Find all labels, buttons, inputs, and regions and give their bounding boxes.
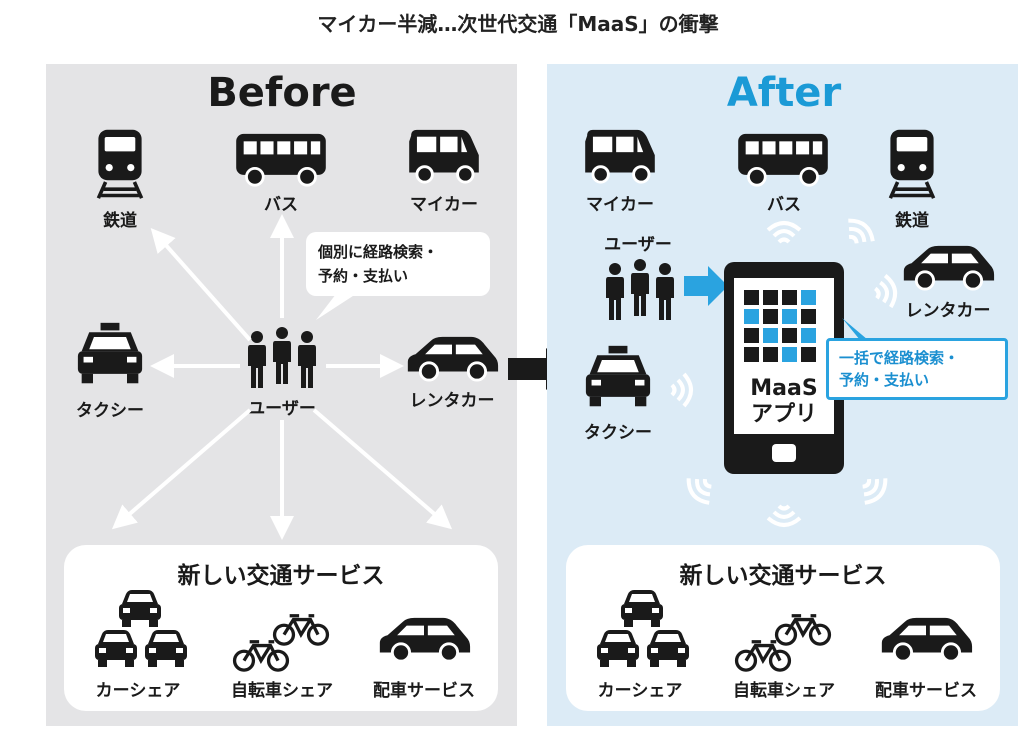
- before-mycar-label: マイカー: [410, 195, 478, 215]
- maas-app-line2: アプリ: [750, 402, 817, 427]
- before-service-carshare: カーシェア: [95, 681, 181, 701]
- before-bus-label: バス: [264, 195, 298, 215]
- before-railway-label: 鉄道: [103, 211, 137, 231]
- user-to-app-arrow-icon: [684, 266, 728, 306]
- after-bus-label: バス: [767, 195, 801, 215]
- before-rental-label: レンタカー: [409, 391, 495, 411]
- before-bubble-line2: 予約・支払い: [318, 267, 409, 285]
- after-user-label: ユーザー: [604, 235, 672, 255]
- after-service-ridehailing: 配車サービス: [875, 681, 977, 701]
- maas-app-label: MaaS アプリ: [734, 376, 834, 428]
- after-rental-label: レンタカー: [905, 301, 991, 321]
- after-taxi-label: タクシー: [584, 423, 652, 443]
- carshare-icon: [621, 590, 663, 627]
- before-bubble-line1: 個別に経路検索・: [318, 243, 439, 261]
- before-taxi-label: タクシー: [76, 401, 144, 421]
- after-mycar-label: マイカー: [586, 195, 654, 215]
- arrow-to-lower-right: [312, 408, 453, 530]
- before-user-label: ユーザー: [248, 399, 316, 419]
- after-service-carshare: カーシェア: [597, 681, 683, 701]
- arrow-to-railway: [150, 228, 252, 342]
- before-heading: Before: [207, 70, 357, 116]
- carshare-icon: [597, 630, 639, 667]
- after-services-title: 新しい交通サービス: [679, 563, 887, 589]
- after-bubble-line2: 予約・支払い: [839, 371, 930, 389]
- bicycle-icon: [734, 640, 792, 672]
- app-grid-icon: [744, 290, 816, 362]
- before-service-bikeshare: 自転車シェア: [231, 681, 333, 701]
- before-services-title: 新しい交通サービス: [177, 563, 385, 589]
- after-service-bikeshare: 自転車シェア: [733, 681, 835, 701]
- after-railway-label: 鉄道: [895, 211, 929, 231]
- after-bubble-line1: 一括で経路検索・: [839, 349, 960, 367]
- maas-app-line1: MaaS: [750, 376, 818, 401]
- arrow-to-lower-left: [111, 408, 252, 530]
- signal-icon: [766, 221, 802, 244]
- diagram-title: マイカー半減…次世代交通「MaaS」の衝撃: [317, 12, 719, 36]
- after-speech-bubble: 一括で経路検索・ 予約・支払い: [826, 338, 1008, 400]
- ride-hailing-car-icon: [880, 616, 974, 663]
- after-heading: After: [726, 70, 842, 116]
- before-speech-bubble: 個別に経路検索・ 予約・支払い: [306, 232, 490, 296]
- smartphone-icon: [724, 262, 844, 474]
- carshare-icon: [647, 630, 689, 667]
- signal-icon: [766, 504, 802, 527]
- before-service-ridehailing: 配車サービス: [373, 681, 475, 701]
- signal-icon: [670, 372, 693, 408]
